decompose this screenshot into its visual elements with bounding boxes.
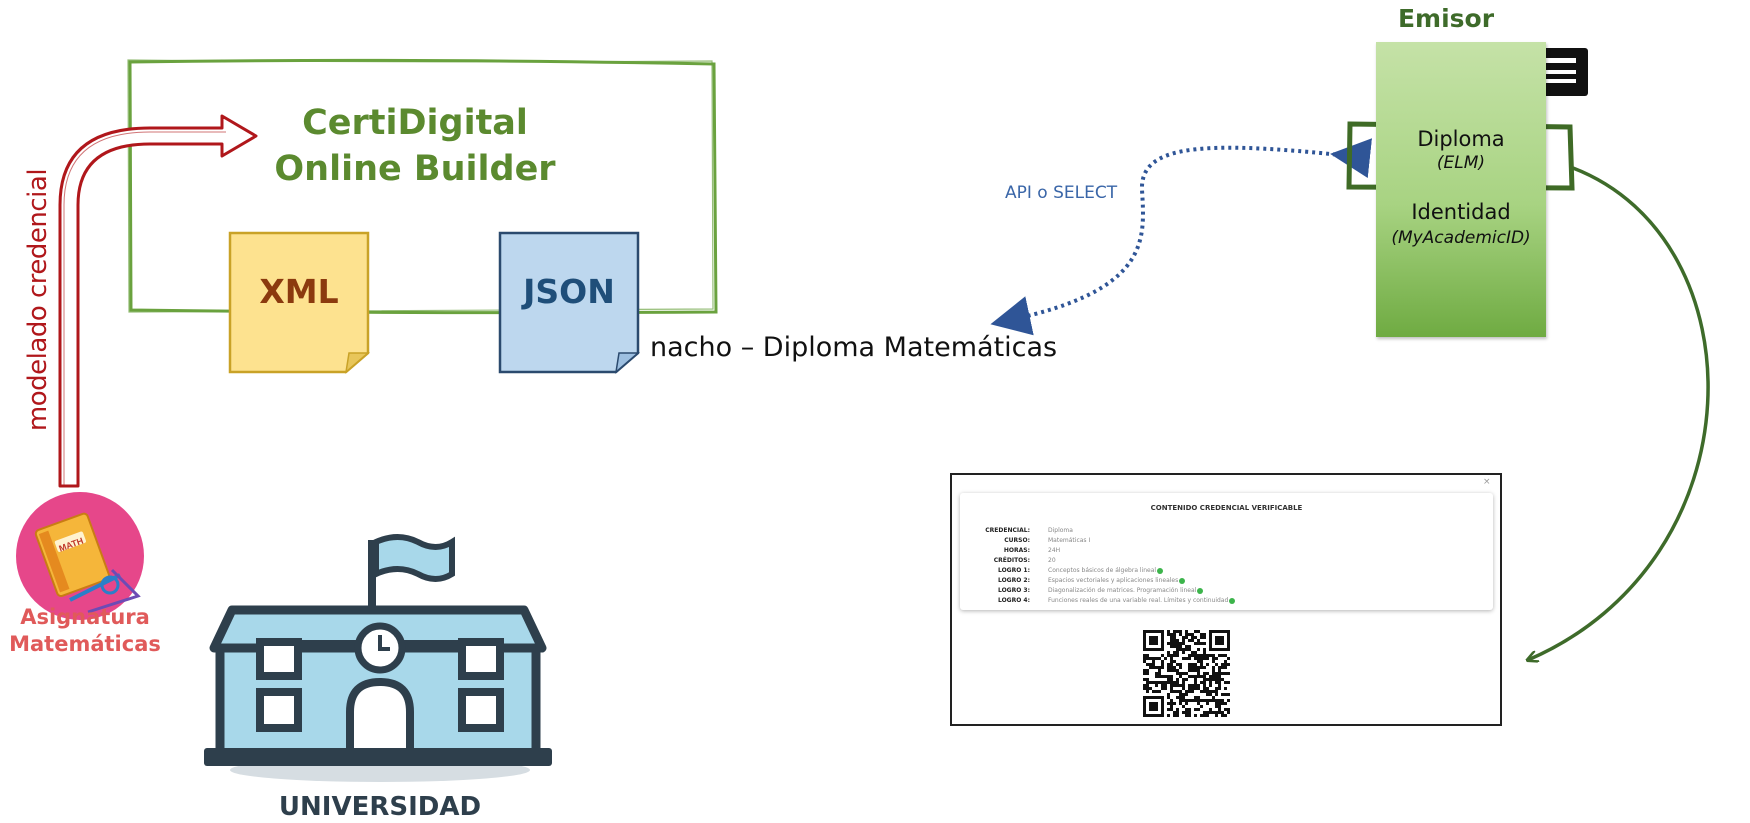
- credential-row-value: Matemáticas I: [1048, 536, 1090, 546]
- issuer-panel: [1376, 42, 1546, 337]
- api-connection-arrow: [990, 138, 1373, 336]
- api-label: API o SELECT: [1005, 183, 1118, 203]
- credential-row-key: CREDENCIAL:: [985, 527, 1030, 534]
- credential-row-text: Funciones reales de una variable real. L…: [1048, 597, 1229, 604]
- credential-row-text: 24H: [1048, 547, 1061, 554]
- record-label: nacho – Diploma Matemáticas: [650, 332, 1058, 363]
- credential-row-text: Matemáticas I: [1048, 537, 1091, 544]
- credential-row-value: Conceptos básicos de álgebra lineal: [1048, 566, 1164, 576]
- qr-code-icon: [1143, 630, 1230, 717]
- subject-label: Asignatura Matemáticas: [0, 604, 170, 658]
- credential-row-key: LOGRO 2:: [997, 577, 1030, 584]
- math-subject-icon: MATH: [16, 492, 144, 620]
- verified-check-icon: [1229, 597, 1236, 604]
- credential-row-key: CRÉDITOS:: [993, 557, 1030, 564]
- credential-row-text: Conceptos básicos de álgebra lineal: [1048, 567, 1157, 574]
- json-file-icon: [498, 231, 641, 374]
- credential-row-value: Funciones reales de una variable real. L…: [1048, 596, 1236, 606]
- issue-credential-arrow: [1528, 166, 1710, 660]
- credential-row-value: Diploma: [1048, 526, 1073, 536]
- credential-row-text: Diploma: [1048, 527, 1073, 534]
- credential-row-text: Diagonalización de matrices. Programació…: [1048, 587, 1197, 594]
- identity-label: Identidad: [1411, 200, 1511, 224]
- builder-title: CertiDigital Online Builder: [200, 100, 630, 192]
- verified-check-icon: [1179, 577, 1186, 584]
- credential-row-text: 20: [1048, 557, 1056, 564]
- credential-row-value: 24H: [1048, 546, 1060, 556]
- credential-row-key: LOGRO 1:: [997, 567, 1030, 574]
- verified-check-icon: [1157, 567, 1164, 574]
- credential-row-text: Espacios vectoriales y aplicaciones line…: [1048, 577, 1179, 584]
- json-label: JSON: [523, 272, 615, 311]
- credential-card-title: CONTENIDO CREDENCIAL VERIFICABLE: [1150, 504, 1303, 512]
- diploma-standard: (ELM): [1436, 153, 1486, 173]
- credential-row-value: 20: [1048, 556, 1056, 566]
- close-icon[interactable]: ×: [1483, 477, 1491, 487]
- identity-standard: (MyAcademicID): [1391, 228, 1531, 248]
- credential-row-key: CURSO:: [1004, 537, 1030, 544]
- credential-row-key: LOGRO 3:: [997, 587, 1030, 594]
- credential-row-key: LOGRO 4:: [997, 597, 1030, 604]
- credential-row-value: Diagonalización de matrices. Programació…: [1048, 586, 1204, 596]
- credential-row-value: Espacios vectoriales y aplicaciones line…: [1048, 576, 1186, 586]
- builder-title-line1: CertiDigital: [302, 103, 528, 143]
- builder-title-line2: Online Builder: [274, 149, 556, 189]
- xml-label: XML: [259, 272, 339, 311]
- diploma-label: Diploma: [1417, 127, 1505, 151]
- xml-file-icon: [228, 231, 371, 374]
- university-label: UNIVERSIDAD: [278, 792, 482, 822]
- subject-label-line1: Asignatura: [20, 605, 150, 629]
- credential-content-panel: CONTENIDO CREDENCIAL VERIFICABLE CREDENC…: [960, 493, 1493, 610]
- issuer-title: Emisor: [1397, 4, 1495, 33]
- credential-row-key: HORAS:: [1003, 547, 1030, 554]
- modeling-arrow: [58, 114, 258, 488]
- verified-check-icon: [1197, 587, 1204, 594]
- subject-label-line2: Matemáticas: [9, 632, 161, 656]
- university-building-icon: [204, 534, 552, 782]
